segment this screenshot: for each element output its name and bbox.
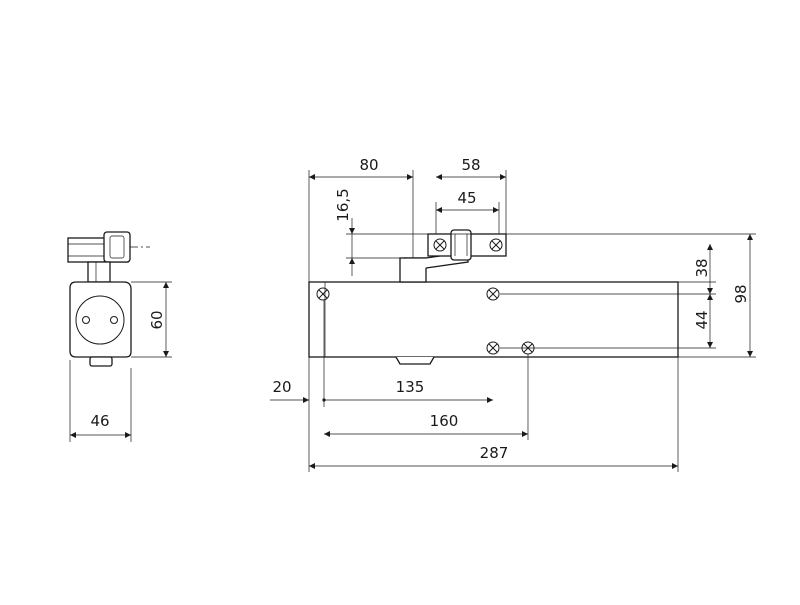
dimension-45: 45 <box>436 189 499 213</box>
dimension-20: 20 <box>270 378 326 403</box>
dimension-label: 20 <box>272 378 291 396</box>
dimension-46: 46 <box>69 360 132 442</box>
dimension-label: 287 <box>480 444 509 462</box>
dimension-16-5: 16,5 <box>334 188 355 276</box>
dimension-label: 60 <box>148 310 166 329</box>
screw <box>316 287 330 301</box>
extension-lines <box>308 170 756 472</box>
dimension-label: 38 <box>693 258 711 277</box>
screw <box>489 238 503 252</box>
dimension-label: 135 <box>396 378 425 396</box>
dimension-98: 98 <box>732 234 753 357</box>
spindle-circle <box>75 295 125 345</box>
side-view-pillar <box>87 261 111 283</box>
dimension-label: 44 <box>693 310 711 329</box>
dimension-160: 160 <box>324 412 528 437</box>
dimension-38: 38 <box>693 244 713 294</box>
dimension-label: 58 <box>461 156 480 174</box>
dimension-287: 287 <box>309 444 678 469</box>
dimension-44: 44 <box>693 294 713 348</box>
screw <box>486 341 500 355</box>
side-view: 60 46 <box>67 231 172 442</box>
screw <box>433 238 447 252</box>
dimension-label: 98 <box>732 284 750 303</box>
dimension-label: 46 <box>90 412 109 430</box>
dimension-80: 80 <box>309 156 413 180</box>
dimension-label: 16,5 <box>334 188 352 221</box>
dimension-label: 160 <box>430 412 459 430</box>
dimension-60: 60 <box>131 281 172 358</box>
screw-hole <box>82 316 90 324</box>
side-view-arm <box>67 231 150 263</box>
screw-hole <box>110 316 118 324</box>
arm-linkage <box>399 229 507 283</box>
side-view-body <box>69 281 132 367</box>
dimension-135: 135 <box>324 378 493 403</box>
dimension-label: 45 <box>457 189 476 207</box>
dimension-58: 58 <box>436 156 506 180</box>
screw <box>486 287 500 301</box>
dimension-label: 80 <box>359 156 378 174</box>
front-view: 80 58 45 16,5 38 44 <box>270 156 756 472</box>
